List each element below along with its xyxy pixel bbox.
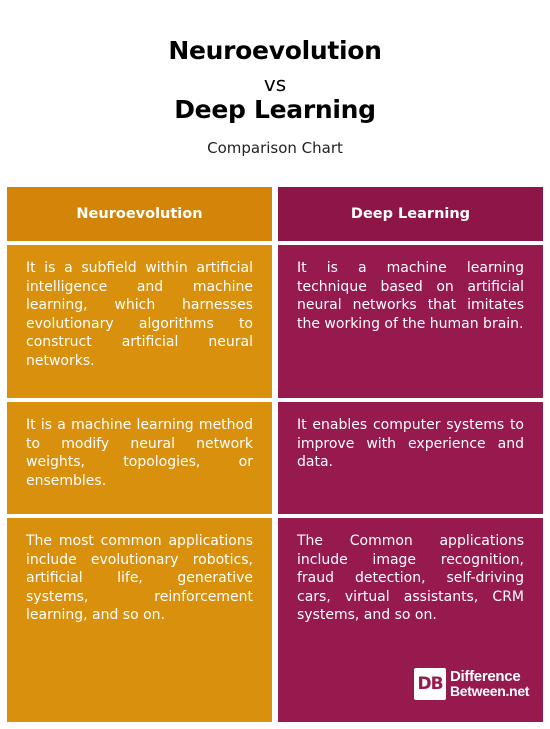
logo-mark-icon: DB: [414, 668, 446, 700]
logo-line-1: Difference: [450, 668, 521, 685]
right-row-2: It enables computer systems to improve w…: [278, 402, 543, 514]
difference-between-logo: DB Difference Between.net: [414, 665, 542, 703]
right-row-1: It is a machine learning technique based…: [278, 245, 543, 398]
left-row-2: It is a machine learning method to modif…: [7, 402, 272, 514]
left-row-3: The most common applications include evo…: [7, 518, 272, 722]
title-right-term: Deep Learning: [174, 95, 376, 124]
logo-wordmark: Difference Between.net: [450, 669, 529, 699]
title-left-term: Neuroevolution: [168, 36, 382, 65]
left-column-heading: Neuroevolution: [7, 187, 272, 241]
left-row-1: It is a subfield within artificial intel…: [7, 245, 272, 398]
logo-line-2: Between.net: [450, 683, 530, 699]
versus-label: vs: [263, 72, 287, 96]
right-row-3: The Common applications include image re…: [278, 518, 543, 722]
chart-subtitle: Comparison Chart: [207, 139, 343, 157]
right-column-heading: Deep Learning: [278, 187, 543, 241]
